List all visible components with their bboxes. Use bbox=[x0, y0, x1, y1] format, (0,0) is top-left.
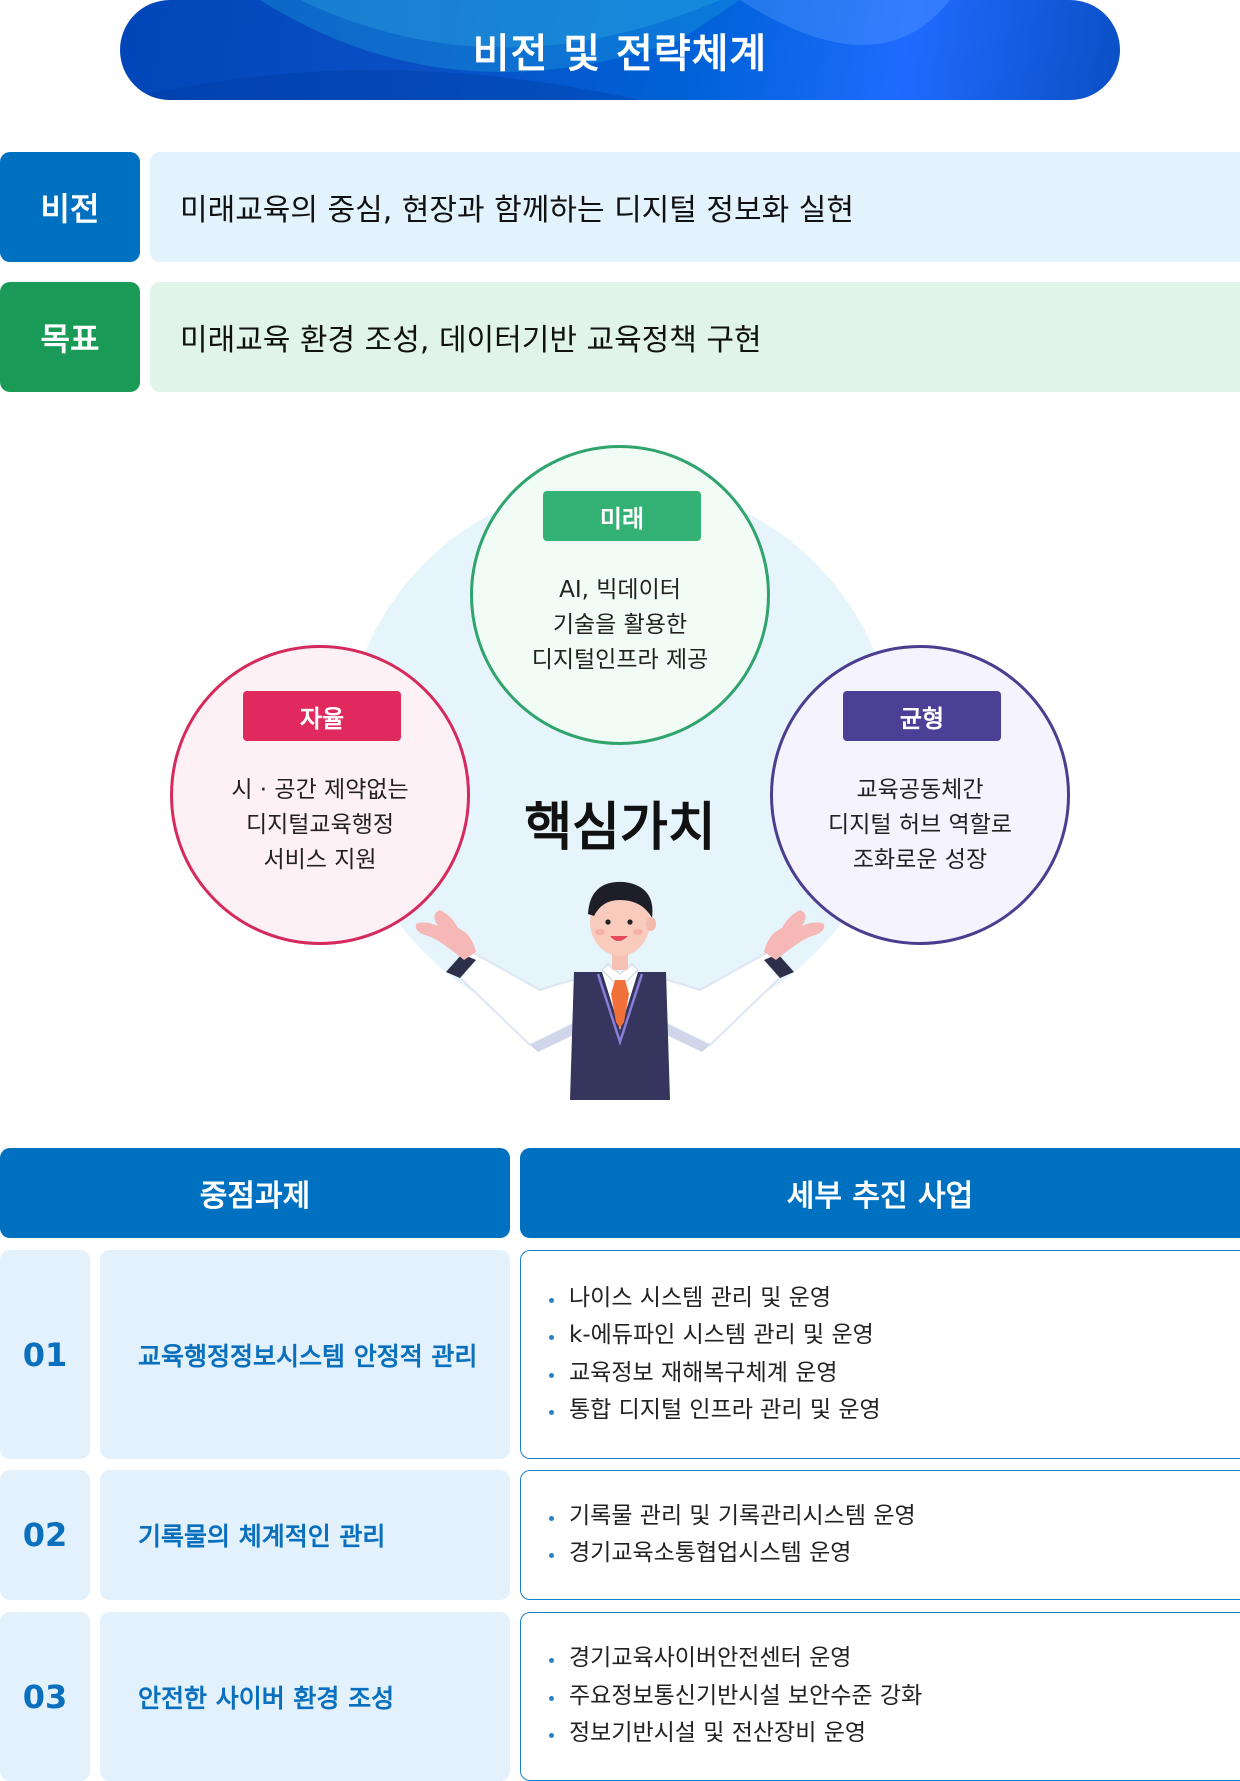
value-desc-autonomy: 시 · 공간 제약없는 디지털교육행정 서비스 지원 bbox=[193, 773, 447, 878]
value-circle-future: 미래 AI, 빅데이터 기술을 활용한 디지털인프라 제공 bbox=[470, 445, 770, 745]
value-desc-line: 서비스 지원 bbox=[263, 847, 377, 873]
row-task: 안전한 사이버 환경 조성 bbox=[100, 1612, 510, 1781]
value-desc-line: 교육공동체간 bbox=[856, 777, 984, 803]
row-number: 03 bbox=[0, 1612, 90, 1781]
detail-item: 경기교육소통협업시스템 운영 bbox=[549, 1535, 1240, 1573]
value-desc-line: 시 · 공간 제약없는 bbox=[231, 777, 409, 803]
row-number: 02 bbox=[0, 1470, 90, 1600]
value-desc-line: 디지털교육행정 bbox=[245, 812, 395, 838]
row-details: 나이스 시스템 관리 및 운영 k-에듀파인 시스템 관리 및 운영 교육정보 … bbox=[520, 1250, 1240, 1459]
detail-item: k-에듀파인 시스템 관리 및 운영 bbox=[549, 1317, 1240, 1355]
detail-item: 통합 디지털 인프라 관리 및 운영 bbox=[549, 1392, 1240, 1430]
detail-item: 주요정보통신기반시설 보안수준 강화 bbox=[549, 1678, 1240, 1716]
vision-text: 미래교육의 중심, 현장과 함께하는 디지털 정보화 실현 bbox=[150, 152, 1240, 262]
banner-decoration bbox=[120, 0, 950, 100]
row-task: 교육행정정보시스템 안정적 관리 bbox=[100, 1250, 510, 1459]
value-desc-line: 디지털 허브 역할로 bbox=[828, 812, 1012, 838]
value-desc-line: 기술을 활용한 bbox=[552, 612, 688, 638]
table-header-priority: 중점과제 bbox=[0, 1148, 510, 1238]
detail-item: 나이스 시스템 관리 및 운영 bbox=[549, 1280, 1240, 1318]
value-desc-line: AI, 빅데이터 bbox=[559, 577, 681, 603]
goal-text: 미래교육 환경 조성, 데이터기반 교육정책 구현 bbox=[150, 282, 1240, 392]
page-title: 비전 및 전략체계 bbox=[472, 31, 768, 77]
presenter-illustration bbox=[415, 881, 825, 1100]
value-desc-line: 조화로운 성장 bbox=[852, 847, 988, 873]
value-desc-line: 디지털인프라 제공 bbox=[531, 647, 709, 673]
detail-item: 교육정보 재해복구체계 운영 bbox=[549, 1355, 1240, 1393]
row-task: 기록물의 체계적인 관리 bbox=[100, 1470, 510, 1600]
vision-tag: 비전 bbox=[0, 152, 140, 262]
title-banner: 비전 및 전략체계 bbox=[120, 0, 1120, 100]
detail-item: 기록물 관리 및 기록관리시스템 운영 bbox=[549, 1498, 1240, 1536]
goal-tag: 목표 bbox=[0, 282, 140, 392]
table-header-details: 세부 추진 사업 bbox=[520, 1148, 1240, 1238]
detail-item: 경기교육사이버안전센터 운영 bbox=[549, 1640, 1240, 1678]
value-desc-balance: 교육공동체간 디지털 허브 역할로 조화로운 성장 bbox=[793, 773, 1047, 878]
value-circle-balance: 균형 교육공동체간 디지털 허브 역할로 조화로운 성장 bbox=[770, 645, 1070, 945]
row-details: 경기교육사이버안전센터 운영 주요정보통신기반시설 보안수준 강화 정보기반시설… bbox=[520, 1612, 1240, 1781]
core-values-title: 핵심가치 bbox=[524, 798, 716, 858]
value-label-autonomy: 자율 bbox=[243, 691, 401, 741]
value-circle-autonomy: 자율 시 · 공간 제약없는 디지털교육행정 서비스 지원 bbox=[170, 645, 470, 945]
detail-item: 정보기반시설 및 전산장비 운영 bbox=[549, 1715, 1240, 1753]
value-desc-future: AI, 빅데이터 기술을 활용한 디지털인프라 제공 bbox=[493, 573, 747, 678]
value-label-future: 미래 bbox=[543, 491, 701, 541]
row-number: 01 bbox=[0, 1250, 90, 1459]
row-details: 기록물 관리 및 기록관리시스템 운영 경기교육소통협업시스템 운영 bbox=[520, 1470, 1240, 1600]
value-label-balance: 균형 bbox=[843, 691, 1001, 741]
